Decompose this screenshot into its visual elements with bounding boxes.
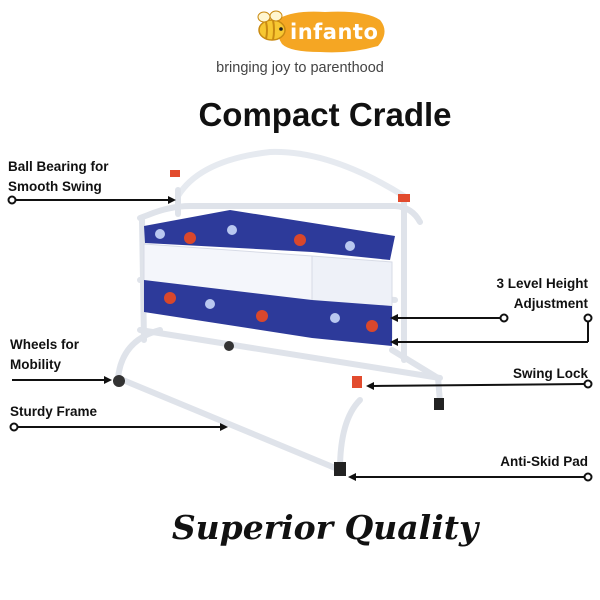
footer-tagline: Superior Quality: [171, 508, 479, 547]
cradle-basket: [143, 210, 395, 346]
cradle-illustration: [113, 148, 444, 476]
page-title: Compact Cradle: [198, 96, 452, 133]
bee-icon: [257, 10, 286, 41]
brand-logo: infanto: [250, 6, 400, 56]
logo-badge-shape: [277, 11, 385, 53]
label-ball-bearing: Ball Bearing for Smooth Swing: [8, 159, 109, 194]
cradle-frame: [115, 148, 443, 473]
fabric-pattern: [155, 225, 378, 332]
label-wheels: Wheels for Mobility: [10, 337, 80, 372]
brand-tagline: bringing joy to parenthood: [216, 60, 384, 76]
brand-name: infanto: [290, 20, 379, 44]
label-height-adjust: 3 Level Height Adjustment: [496, 276, 588, 311]
label-swing-lock: Swing Lock: [512, 366, 588, 381]
label-sturdy-frame: Sturdy Frame: [10, 404, 98, 419]
cradle-parts: [113, 170, 444, 476]
label-anti-skid: Anti-Skid Pad: [500, 454, 588, 469]
